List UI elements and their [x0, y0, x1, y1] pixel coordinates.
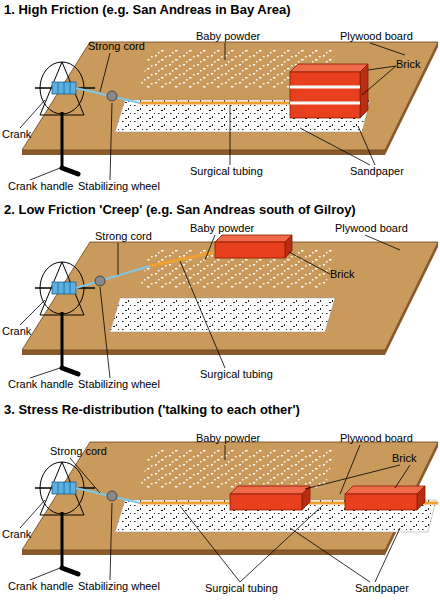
- stabilizing-wheel: [107, 491, 117, 501]
- brick: [230, 486, 310, 510]
- part-label: Crank handle: [8, 580, 73, 593]
- part-label: Baby powder: [190, 222, 254, 235]
- strong-cord: [76, 88, 140, 103]
- part-label: Brick: [330, 268, 354, 281]
- part-label: Stabilizing wheel: [78, 580, 160, 593]
- part-label: Surgical tubing: [205, 582, 278, 595]
- part-label: Baby powder: [196, 432, 260, 445]
- leader-lines: [20, 235, 400, 378]
- panel-creep: [20, 235, 438, 378]
- part-label: Crank: [2, 325, 31, 338]
- strong-cord: [76, 488, 140, 503]
- part-label: Surgical tubing: [190, 165, 263, 178]
- leader-lines: [20, 43, 405, 180]
- leader-lines: [20, 445, 410, 582]
- board-and-crank: [22, 442, 438, 574]
- part-label: Plywood board: [335, 222, 408, 235]
- part-label: Sandpaper: [355, 582, 409, 595]
- brick: [345, 486, 425, 510]
- stabilizing-wheel: [95, 276, 105, 286]
- part-label: Plywood board: [340, 432, 413, 445]
- part-label: Crank: [2, 528, 31, 541]
- panel-heading: 3. Stress Re-distribution ('talking to e…: [4, 402, 300, 418]
- part-label: Stabilizing wheel: [78, 180, 160, 193]
- surgical-tubing: [140, 102, 290, 105]
- panel-heading: 2. Low Friction 'Creep' (e.g. San Andrea…: [4, 202, 356, 218]
- part-label: Strong cord: [95, 230, 152, 243]
- part-label: Stabilizing wheel: [78, 378, 160, 391]
- strong-cord: [76, 266, 150, 288]
- panel-stress-redistribution: [20, 442, 438, 582]
- part-label: Crank handle: [8, 180, 73, 193]
- panel-high-friction: [20, 42, 438, 180]
- board-and-crank: [22, 242, 438, 374]
- panel-heading: 1. High Friction (e.g. San Andreas in Ba…: [4, 2, 291, 18]
- brick-stack: [290, 64, 368, 118]
- part-label: Surgical tubing: [200, 368, 273, 381]
- part-label: Baby powder: [196, 30, 260, 43]
- part-label: Crank: [2, 128, 31, 141]
- part-label: Plywood board: [340, 30, 413, 43]
- part-label: Crank handle: [8, 378, 73, 391]
- sandpaper: [110, 298, 335, 332]
- part-label: Strong cord: [50, 445, 107, 458]
- part-label: Sandpaper: [350, 165, 404, 178]
- part-label: Brick: [392, 452, 416, 465]
- stabilizing-wheel: [107, 91, 117, 101]
- part-label: Strong cord: [88, 40, 145, 53]
- brick: [215, 235, 292, 258]
- part-label: Brick: [396, 58, 420, 71]
- board-and-crank: [22, 42, 438, 174]
